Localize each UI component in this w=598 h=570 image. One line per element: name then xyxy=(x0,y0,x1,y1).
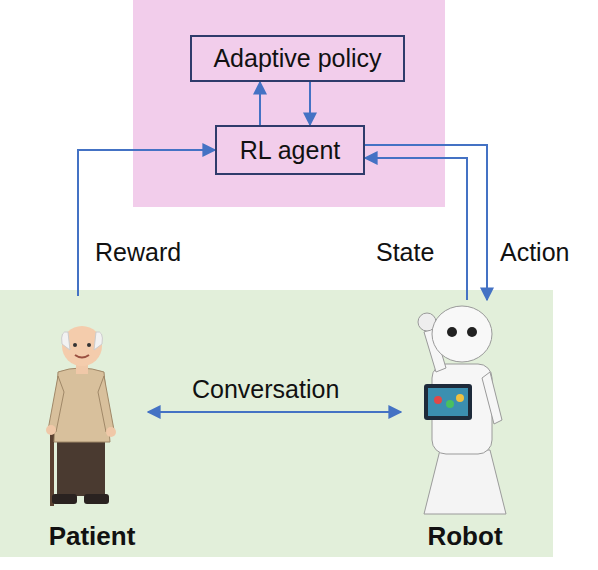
node-text: Patient xyxy=(49,521,136,552)
robot-illustration xyxy=(418,306,506,514)
connector-arrow xyxy=(259,82,261,125)
agent-band xyxy=(133,0,445,207)
edge-label: State xyxy=(376,238,434,267)
node-text: Adaptive policy xyxy=(213,44,381,73)
edge-label: Reward xyxy=(95,238,181,267)
node-text: RL agent xyxy=(240,136,341,165)
connector-arrow xyxy=(78,150,215,296)
node-text: Robot xyxy=(427,521,502,552)
process-box: RL agent xyxy=(215,125,365,175)
patient-illustration xyxy=(46,326,116,506)
connector-arrow xyxy=(365,158,467,300)
connector-arrow xyxy=(309,82,311,125)
robot-node: Robot xyxy=(405,300,525,552)
edge-label: Action xyxy=(500,238,569,267)
patient-node: Patient xyxy=(40,296,144,552)
connector-arrow xyxy=(365,145,487,300)
process-box: Adaptive policy xyxy=(190,35,405,82)
connector-arrow xyxy=(148,411,401,413)
edge-label: Conversation xyxy=(192,375,339,404)
